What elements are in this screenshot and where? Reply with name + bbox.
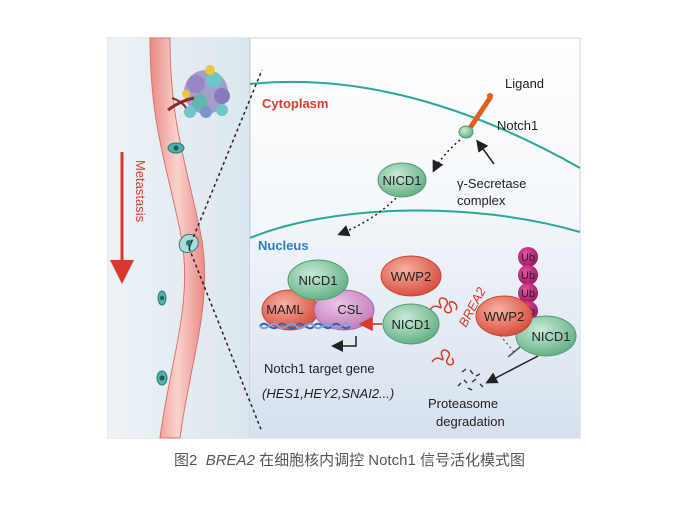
cytoplasm-label: Cytoplasm <box>262 96 328 111</box>
notch1-label: Notch1 <box>497 118 538 133</box>
gamma-secretase-label: γ-Secretase <box>457 176 526 191</box>
secretase-arrow <box>476 139 495 165</box>
wwp2-bound-label: WWP2 <box>484 309 524 324</box>
nicd1-cytoplasm <box>377 162 427 198</box>
circulating-cells <box>156 142 199 386</box>
nucleus-label: Nucleus <box>258 238 309 253</box>
caption-gene: BREA2 <box>205 452 255 469</box>
nicd1-complex-label: NICD1 <box>298 273 337 288</box>
nuclear-membrane <box>249 209 581 239</box>
ub-label: Ub <box>521 252 535 264</box>
wwp2-free <box>380 255 442 297</box>
ligand-head <box>487 93 493 99</box>
cell-membrane <box>249 80 581 169</box>
brea2-rna <box>429 297 458 366</box>
notch1-receptor <box>458 125 474 139</box>
nicd1-free-label: NICD1 <box>391 317 430 332</box>
nicd1-bound-label: NICD1 <box>531 329 570 344</box>
nicd1-free <box>382 303 440 345</box>
zoom-line-bottom <box>188 247 263 433</box>
transcription-arrow <box>331 336 357 352</box>
gamma-secretase-label-line2: complex <box>457 193 506 208</box>
nuclear-import-arrow <box>337 197 397 237</box>
wwp2-bound <box>475 295 533 337</box>
ligand-rod <box>467 95 493 131</box>
nicd1-bound <box>515 315 577 357</box>
ub-label: Ub <box>521 288 535 300</box>
dna-helix <box>259 322 351 330</box>
zoom-line-top <box>188 69 263 249</box>
metastasis-label: Metastasis <box>133 160 148 223</box>
ub-label: Ub <box>521 270 535 282</box>
target-examples-label: (HES1,HEY2,SNAI2...) <box>262 386 394 401</box>
csl-label: CSL <box>337 302 362 317</box>
protein-fragments <box>457 368 484 391</box>
nicd1-cytoplasm-label: NICD1 <box>382 173 421 188</box>
ligand-label: Ligand <box>505 76 544 91</box>
caption-text: 在细胞核内调控 Notch1 信号活化模式图 <box>259 452 525 469</box>
inhibition-bar <box>507 346 521 358</box>
wwp2-free-label: WWP2 <box>391 269 431 284</box>
blood-vessel <box>149 37 206 439</box>
figure-caption: 图2 BREA2 在细胞核内调控 Notch1 信号活化模式图 <box>0 449 699 470</box>
proteasome-label: Proteasome <box>428 396 498 411</box>
caption-prefix: 图2 <box>174 452 198 469</box>
ubiquitin-chain <box>518 247 538 321</box>
degradation-arrow <box>485 355 539 384</box>
tumor-cluster <box>167 65 230 118</box>
nicd1-complex <box>287 259 349 301</box>
target-gene-label: Notch1 target gene <box>264 361 375 376</box>
degradation-label: degradation <box>436 414 505 429</box>
maml-label: MAML <box>266 302 304 317</box>
